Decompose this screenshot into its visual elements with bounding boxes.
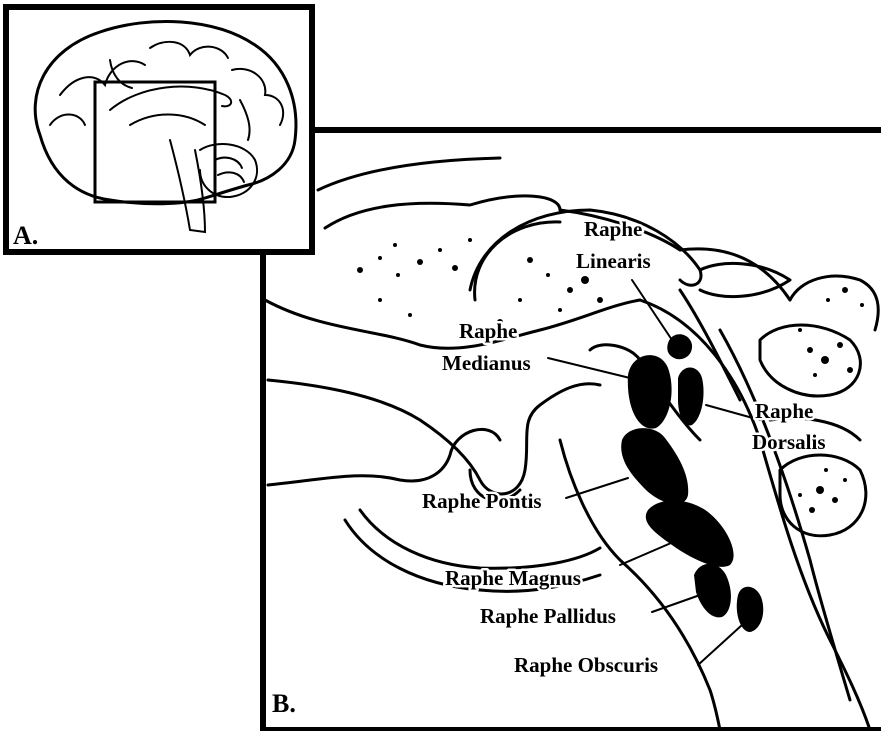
- label-raphe-dorsalis-line2: Dorsalis: [752, 430, 826, 454]
- label-raphe-medianus-line2: Medianus: [442, 351, 531, 375]
- panel-b: Raphe Linearis Raphe Medianus Raphe Dors…: [263, 130, 881, 730]
- label-raphe-linearis-line2: Linearis: [576, 249, 651, 273]
- label-raphe-pallidus: Raphe Pallidus: [480, 604, 616, 628]
- panel-a-label: A.: [13, 221, 38, 250]
- label-raphe-linearis-line1: Raphe: [584, 217, 642, 241]
- panel-a: A.: [6, 7, 312, 252]
- label-raphe-pontis: Raphe Pontis: [422, 489, 542, 513]
- label-raphe-medianus-line1: Raphe: [459, 319, 517, 343]
- label-raphe-magnus: Raphe Magnus: [445, 566, 581, 590]
- label-raphe-obscuris: Raphe Obscuris: [514, 653, 658, 677]
- panel-b-label: B.: [272, 689, 296, 718]
- label-raphe-dorsalis-line1: Raphe: [755, 399, 813, 423]
